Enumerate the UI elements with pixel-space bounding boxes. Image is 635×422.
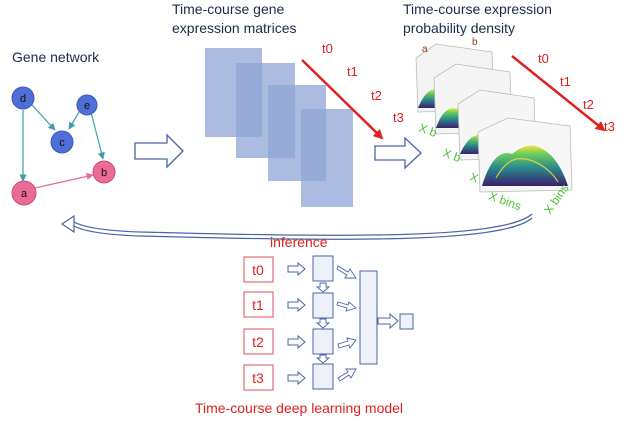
node-e <box>76 94 98 116</box>
edge-e-b <box>90 111 105 160</box>
arrow-down-0 <box>315 282 331 293</box>
model-hidden-0 <box>312 255 334 282</box>
arrow-diag-0 <box>336 265 357 279</box>
node-b-label: b <box>101 167 107 179</box>
gene-network-title: Gene network <box>12 49 100 65</box>
model-input-t3 <box>243 364 274 391</box>
model-title: Time-course deep learning model <box>195 400 403 416</box>
arrow-in-3 <box>287 370 306 386</box>
model-hidden-2 <box>312 328 334 355</box>
density-panel-t3 <box>477 117 573 193</box>
matrices-title-line1: Time-course gene <box>172 1 285 17</box>
density-time-t1: t1 <box>560 74 571 89</box>
node-c <box>50 130 74 154</box>
density-time-arrow <box>511 55 606 132</box>
node-d <box>11 86 35 110</box>
matrices-time-arrow <box>301 59 384 140</box>
arrow-matrices-to-density <box>374 136 422 170</box>
matrices-time-t1: t1 <box>347 64 358 79</box>
gene-network: Gene network d e c a b <box>11 49 116 206</box>
density-time-t2: t2 <box>583 97 594 112</box>
arrow-diag-2 <box>337 337 357 349</box>
matrices-group: Time-course gene expression matrices t0 … <box>172 1 404 207</box>
model-input-t0-label: t0 <box>252 262 264 278</box>
edge-a-b <box>34 172 94 189</box>
model-output <box>399 313 414 330</box>
arrow-down-2 <box>315 354 331 364</box>
model-input-t1 <box>243 291 274 318</box>
density-panel-label-a: a <box>422 44 428 55</box>
arrow-to-output <box>377 312 399 330</box>
density-time-t3: t3 <box>604 119 615 134</box>
arrow-diag-3 <box>337 368 357 382</box>
node-a-label: a <box>21 188 28 200</box>
model-hidden-1 <box>312 292 334 319</box>
inference-label: inference <box>270 234 328 250</box>
matrices-time-t2: t2 <box>371 88 382 103</box>
model-input-t1-label: t1 <box>252 297 264 313</box>
edge-d-c <box>30 103 56 131</box>
matrices-title-line2: expression matrices <box>172 20 297 36</box>
edge-e-c <box>68 111 80 130</box>
density-panel-label-b: b <box>472 37 478 48</box>
arrow-network-to-matrices <box>134 133 184 169</box>
model-input-t3-label: t3 <box>252 370 264 386</box>
density-axis-label-2: X b <box>441 146 463 165</box>
inference-arrow-head <box>60 214 75 234</box>
arrow-in-0 <box>287 261 306 277</box>
density-axis-label-1: X b <box>417 121 439 140</box>
model-hidden-3 <box>312 363 334 390</box>
density-axis-label-3: X <box>468 170 480 186</box>
density-title-line1: Time-course expression <box>403 1 552 17</box>
density-axis-label-4: X bins <box>487 189 523 214</box>
model-input-t0 <box>243 256 274 283</box>
density-time-t0: t0 <box>538 51 549 66</box>
inference-feedback: inference <box>60 213 533 250</box>
matrices-time-t3: t3 <box>393 110 404 125</box>
node-c-label: c <box>59 137 65 149</box>
model-input-t2 <box>243 328 274 355</box>
arrow-in-2 <box>287 334 306 350</box>
matrices-time-t0: t0 <box>322 41 333 56</box>
node-b <box>92 160 116 184</box>
node-a <box>11 180 37 206</box>
density-title-line2: probability density <box>403 20 515 36</box>
arrow-diag-1 <box>336 301 357 312</box>
model-input-t2-label: t2 <box>252 334 264 350</box>
deep-learning-model: t0 t1 t2 t3 Time-course deep learnin <box>195 255 414 416</box>
arrow-down-1 <box>315 318 331 329</box>
matrix-t3 <box>301 109 353 207</box>
arrow-in-1 <box>287 297 306 313</box>
node-d-label: d <box>20 93 26 105</box>
model-dense-layer <box>359 270 378 365</box>
node-e-label: e <box>84 100 90 112</box>
density-group: Time-course expression probability densi… <box>403 1 615 217</box>
